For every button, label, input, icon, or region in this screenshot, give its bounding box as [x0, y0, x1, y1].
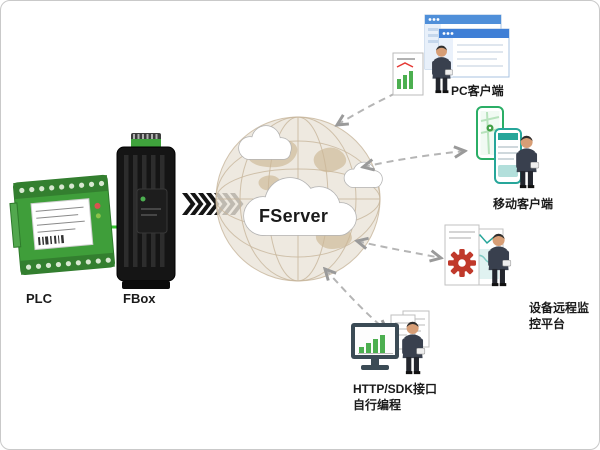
pc-client-label: PC客户端: [451, 84, 504, 98]
remote-monitoring-label: 设备远程监 控平台: [529, 301, 589, 332]
mobile-client-label: 移动客户端: [493, 197, 554, 211]
pc-client-icon: [392, 14, 510, 96]
fserver-label: FServer: [259, 206, 329, 226]
http-sdk-label-line1: HTTP/SDK接口: [353, 382, 438, 396]
plc-label: PLC: [26, 291, 52, 306]
remote-monitoring-icon: [444, 224, 512, 287]
http-sdk-label-line2: 自行编程: [353, 397, 402, 412]
http-sdk-icon: [351, 310, 430, 375]
fbox-label: FBox: [123, 291, 156, 306]
remote-monitoring-label-line2: 控平台: [529, 316, 566, 331]
remote-monitoring-label-line1: 设备远程监: [529, 301, 590, 315]
fbox-gateway-icon: [116, 133, 176, 289]
http-sdk-label: HTTP/SDK接口 自行编程: [353, 382, 437, 413]
connector-monitor: [357, 241, 441, 258]
gear-icon: [448, 249, 476, 277]
mobile-client-icon: [476, 106, 540, 189]
connector-sdk: [325, 269, 387, 331]
plc-device-icon: [9, 174, 115, 276]
cloud-icon: [238, 125, 383, 236]
connector-mobile: [363, 151, 465, 167]
